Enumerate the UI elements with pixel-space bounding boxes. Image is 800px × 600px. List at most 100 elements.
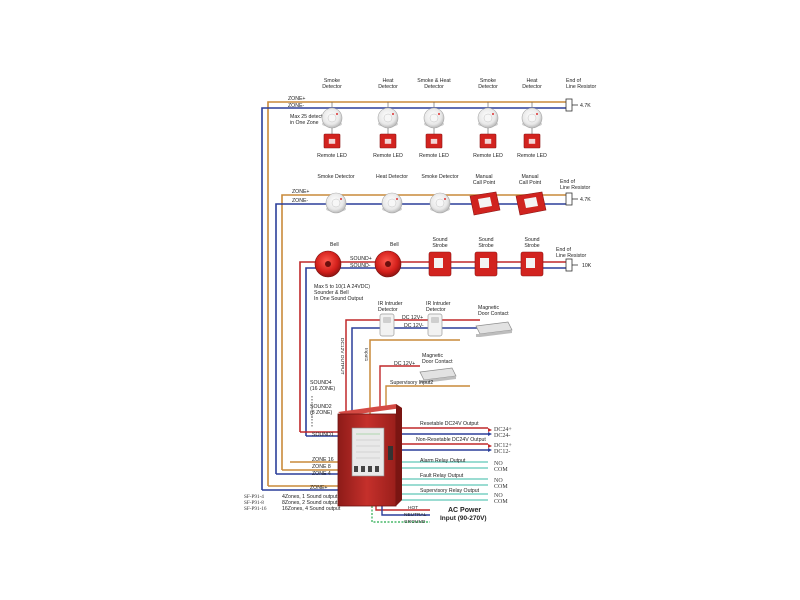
sound2-label: SOUND2 [310,404,332,410]
row3-resistor-icon [565,258,573,272]
zone16-label: ZONE 16 [312,457,334,463]
strobe-label-2b: Strobe [478,243,493,249]
row3-eol-line2: Line Resistor [556,253,587,259]
row2-wires [275,194,566,474]
zone8-label: ZONE 8 [312,464,331,470]
output-labels: Resetable DC24V OutputDC24+DC24-Non-Rese… [416,421,512,505]
row1-remote-led-icon-5 [523,133,541,149]
row3-sound-plus: SOUND+ [350,256,372,262]
input1-label: Input1 [363,348,369,362]
bell-label-1: Bell [330,242,339,248]
model-desc-2: 8Zones, 2 Sound output [282,500,338,506]
supervisory-input-label: Supervisory Input2 [390,380,433,386]
ir2-label-2: Detector [426,307,446,313]
magnetic-contact-1-icon [475,321,513,337]
dc12v-output-label: DC12V OUTPUT [339,338,345,375]
fire-control-panel [337,404,402,507]
ir-detector-1-icon [379,313,395,337]
row1-remote-led-label-3: Remote LED [419,153,449,159]
row4-dc-minus: DC 12V- [404,323,424,329]
ir-detector-2-icon [427,313,443,337]
output-label-3: Alarm Relay Output [420,458,466,464]
dc12v-wires [345,319,480,414]
row2-resistor-icon [565,192,573,206]
row1-resistor-value: 4.7K [580,103,591,109]
row2-eol-line1: End of [560,179,576,185]
row1-eol: End of Line Resistor 4.7K [565,78,597,112]
output-terminal-2b: DC12- [494,449,510,455]
model-code-2: SF-P91-8 [244,500,264,506]
row2-detector-icon-2 [381,192,403,214]
left-labels: SOUND4 (16 ZONE) SOUND2 (8 ZONE) SOUND1 … [310,380,335,491]
bell-icon-2 [374,250,402,278]
ir1-label-2: Detector [378,307,398,313]
mag1-label-2: Door Contact [478,311,509,317]
ir2-label-1: IR Intruder [426,301,451,307]
row1-device-label-1b: Detector [322,84,342,90]
model-desc-3: 16Zones, 4 Sound output [282,506,341,512]
output-terminal-2a: DC12+ [494,443,512,449]
row1-labels: ZONE+ ZONE- Max 25 detectors in One Zone [288,96,330,126]
sound2-zone-label: (8 ZONE) [310,410,332,416]
sound-strobe-icon-2 [474,251,498,277]
power-wires [371,506,430,523]
row1-detector-icon-1 [321,107,343,129]
panel-key-3 [368,466,372,472]
power-title-2: Input (90-270V) [440,515,487,522]
model-desc-1: 4Zones, 1 Sound output [282,494,338,500]
row1-device-label-3a: Smoke & Heat [417,78,451,84]
output-label-5: Supervisory Relay Output [420,488,480,494]
zone-leadins [262,396,338,491]
row2-resistor-value: 4.7K [580,197,591,203]
row2-labels: ZONE+ ZONE- [292,189,309,204]
sound1-label: SOUND1 [312,432,334,438]
row1-remote-led-icon-1 [323,133,341,149]
row4-dc-plus: DC 12V+ [402,315,423,321]
row1-device-label-2b: Detector [378,84,398,90]
power-hot-label: HOT [408,505,418,511]
output-label-2: Non-Resetable DC24V Output [416,437,486,443]
row5-dc-plus: DC 12V+ [394,361,415,367]
panel-lock-icon [388,446,393,460]
ac-power: HOT NEUTRAL GROUND AC Power Input (90-27… [404,505,487,525]
row3-note-3: In One Sound Output [314,296,364,302]
zone4-label: ZONE 4 [312,471,331,477]
row2-detector-icon-1 [325,192,347,214]
row1-zone-plus: ZONE+ [288,96,305,102]
row1-device-label-5b: Detector [522,84,542,90]
row2-device-label-1a: Smoke Detector [317,174,354,180]
panel-key-1 [354,466,358,472]
power-ground-label: GROUND [404,519,426,525]
row1-resistor-icon [565,98,573,112]
mag2-label-2: Door Contact [422,359,453,365]
row2-call-point-icon-2 [515,191,547,216]
row3-labels: SOUND+ SOUND- Max 5 to 10(1 A 24VDC) Sou… [314,247,592,302]
magnetic-contact-2-icon [419,367,457,383]
mag1-label-1: Magnetic [478,305,499,311]
output-terminal-1a: DC24+ [494,427,512,433]
output-terminal-4a: NO [494,478,503,484]
sound-strobe-icon-3 [520,251,544,277]
panel-key-4 [375,466,379,472]
row3-note-2: Sounder & Bell [314,290,349,296]
row3-resistor-value: 10K [582,263,592,269]
output-terminal-3a: NO [494,461,503,467]
output-label-1: Resetable DC24V Output [420,421,479,427]
row1-device-label-2a: Heat [383,78,395,84]
power-title-1: AC Power [448,507,481,514]
power-neutral-label: NEUTRAL [404,512,427,518]
row2-device-label-4a: Manual [475,174,492,180]
row2-zone-plus: ZONE+ [292,189,309,195]
zone-plus-label: ZONE+ [310,485,327,491]
row1-remote-led-icon-4 [479,133,497,149]
strobe-label-3b: Strobe [524,243,539,249]
row2-eol: End of Line Resistor 4.7K [560,179,591,206]
row2-eol-line2: Line Resistor [560,185,591,191]
model-code-1: SF-P91-4 [244,494,264,500]
row2-device-label-3a: Smoke Detector [421,174,458,180]
